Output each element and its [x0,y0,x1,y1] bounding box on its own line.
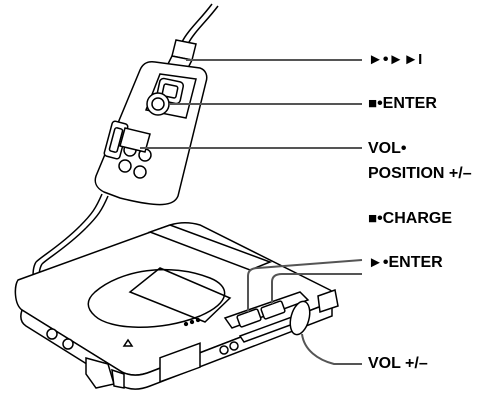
label-text: CHARGE [383,210,452,227]
play-symbol: ► [368,51,383,68]
label-play-next: ►•►►I [368,51,422,69]
play-symbol: ► [368,254,383,271]
label-text: ENTER [383,95,437,112]
label-stop-charge: ■•CHARGE [368,210,452,228]
stop-symbol: ■ [368,210,377,227]
label-vol-main: VOL +/– [368,355,428,373]
stop-symbol: ■ [368,95,377,112]
callout-vol-main [302,334,362,364]
remote-control [95,62,206,205]
label-text: ENTER [388,254,442,271]
label-vol-position-line2: POSITION +/– [368,165,472,183]
label-stop-enter-remote: ■•ENTER [368,95,437,113]
label-vol-position-line1: VOL• [368,140,407,158]
remote-cable-top [182,4,218,44]
next-track-symbol: ►►I [388,51,422,68]
label-play-enter-main: ►•ENTER [368,254,443,272]
